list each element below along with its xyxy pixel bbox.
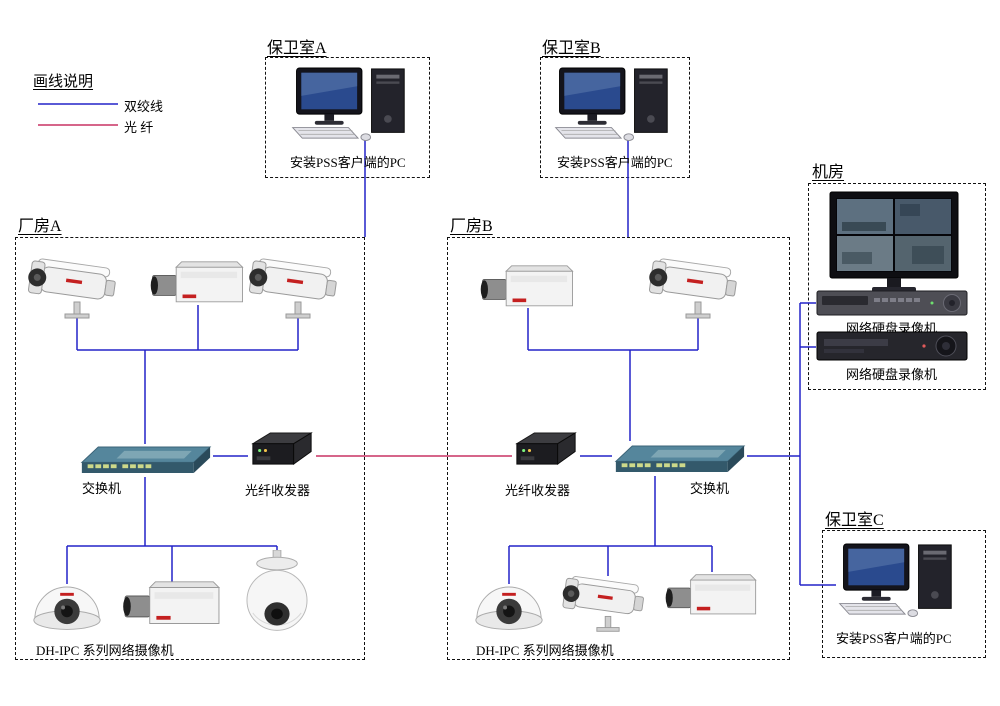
factory-b-box-camera-1 (478, 262, 578, 315)
legend-twisted-pair-label: 双绞线 (124, 99, 164, 114)
factory-a-bullet-camera-1 (22, 252, 132, 322)
factory-b-box-camera-2 (663, 566, 761, 628)
zone-factory-b (447, 237, 790, 660)
machine-room-monitor (828, 190, 960, 296)
machine-room-nvr-2-label: 网络硬盘录像机 (846, 367, 938, 382)
guard-room-a-pc (285, 66, 410, 143)
guard-room-b-pc (548, 66, 673, 143)
factory-a-fiber-transceiver (248, 430, 316, 471)
guard-room-a-pc-label: 安装PSS客户端的PC (290, 155, 406, 170)
factory-a-box-camera-2 (120, 578, 225, 633)
factory-a-box-camera-1 (148, 258, 248, 311)
guard-room-b-title: 保卫室B (542, 40, 601, 57)
guard-room-c-pc (832, 542, 957, 619)
factory-a-bullet-camera-2 (243, 252, 353, 322)
factory-b-bullet-camera-2 (553, 570, 663, 635)
factory-a-title: 厂房A (18, 218, 62, 235)
factory-b-cameras-label: DH-IPC 系列网络摄像机 (476, 643, 614, 658)
factory-a-transceiver-label: 光纤收发器 (245, 483, 311, 498)
factory-a-switch-label: 交换机 (82, 481, 122, 496)
machine-room-title: 机房 (812, 164, 845, 181)
machine-room-nvr-1 (816, 290, 968, 316)
factory-b-fiber-transceiver (512, 430, 580, 471)
factory-a-dome-camera (28, 580, 106, 634)
factory-b-bullet-camera-1 (643, 252, 753, 322)
legend-fiber-line (38, 124, 118, 126)
factory-b-switch (612, 441, 747, 476)
legend-title: 画线说明 (33, 74, 94, 90)
factory-a-switch (78, 442, 213, 477)
zone-guard-room-c (822, 530, 986, 658)
zone-factory-a (15, 237, 365, 660)
guard-room-b-pc-label: 安装PSS客户端的PC (557, 155, 673, 170)
factory-b-dome-camera (470, 580, 548, 634)
guard-room-c-title: 保卫室C (825, 512, 884, 529)
zone-guard-room-a (265, 57, 430, 178)
zone-machine-room (808, 183, 986, 390)
legend-fiber-label: 光 纤 (124, 120, 154, 135)
factory-a-ptz-dome-camera (243, 550, 311, 642)
legend-twisted-pair-line (38, 103, 118, 105)
guard-room-c-pc-label: 安装PSS客户端的PC (836, 631, 952, 646)
factory-b-title: 厂房B (450, 218, 493, 235)
factory-b-switch-label: 交换机 (690, 481, 730, 496)
guard-room-a-title: 保卫室A (267, 40, 327, 57)
machine-room-nvr-2 (816, 331, 968, 361)
factory-a-cameras-label: DH-IPC 系列网络摄像机 (36, 643, 174, 658)
zone-guard-room-b (540, 57, 690, 178)
factory-b-transceiver-label: 光纤收发器 (505, 483, 571, 498)
